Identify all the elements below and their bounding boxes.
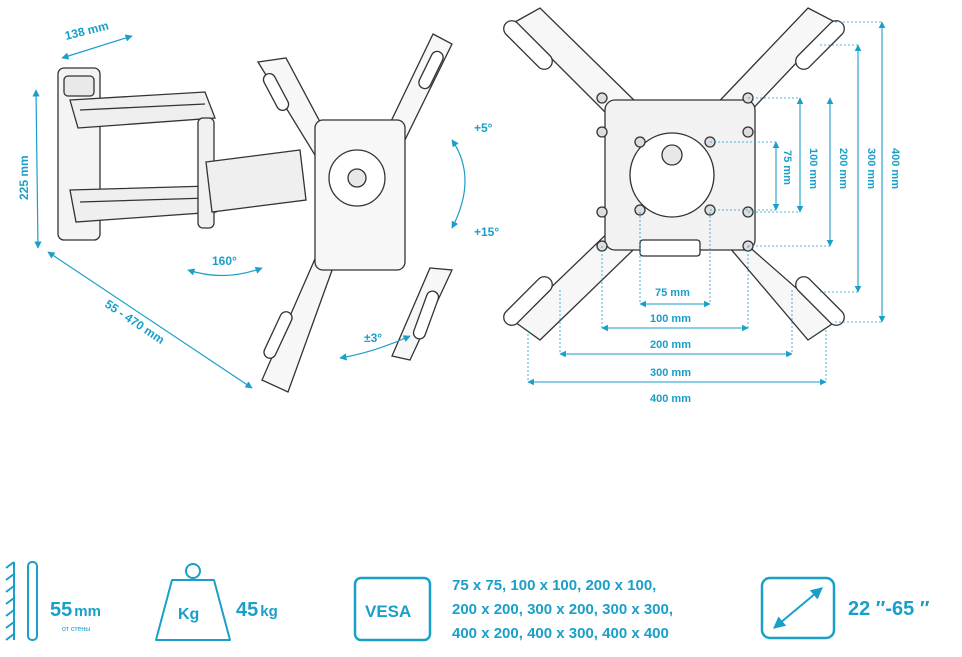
weight-icon-label: Kg — [178, 606, 199, 623]
rotate-label: ±3° — [364, 331, 382, 345]
vesa-line-3: 400 x 200, 400 x 300, 400 x 400 — [452, 625, 669, 642]
vesa-line-2: 200 x 200, 300 x 200, 300 x 300, — [452, 601, 673, 618]
arm-depth-label: 138 mm — [63, 19, 110, 43]
screen-size-range: 22 ″-65 ″ — [848, 598, 930, 620]
dim-right-100: 100 mm — [807, 148, 819, 189]
forward-arm — [205, 149, 307, 213]
dim-right-200: 200 mm — [837, 148, 849, 189]
lower-arm — [69, 185, 217, 223]
vesa-line-1: 75 x 75, 100 x 100, 200 x 100, — [452, 577, 656, 594]
upper-arm — [69, 91, 216, 129]
side-dimensions — [32, 34, 466, 389]
extension-label: 55 - 470 mm — [102, 297, 167, 347]
dim-right-300: 300 mm — [865, 148, 877, 189]
dim-bottom-300: 300 mm — [650, 367, 691, 379]
front-extension-lines — [527, 21, 882, 382]
dim-bottom-100: 100 mm — [650, 313, 691, 325]
dim-right-400: 400 mm — [889, 148, 901, 189]
wall-distance-icon — [5, 561, 38, 641]
swivel-label: 160° — [212, 254, 237, 268]
tv-bracket-side — [256, 33, 453, 393]
dim-bottom-75: 75 mm — [655, 287, 690, 299]
dim-right-75: 75 mm — [781, 150, 793, 185]
tilt-up-label: +5° — [474, 121, 493, 135]
height-label: 225 mm — [17, 155, 31, 200]
tilt-down-label: +15° — [474, 225, 499, 239]
front-dimensions — [527, 21, 886, 386]
wall-distance-caption: от стены — [62, 626, 90, 633]
dim-bottom-400: 400 mm — [650, 393, 691, 405]
vesa-icon — [353, 576, 432, 642]
screen-diagonal-icon — [760, 576, 836, 640]
side-view — [57, 33, 453, 393]
vesa-icon-label: VESA — [365, 602, 411, 621]
dim-bottom-200: 200 mm — [650, 339, 691, 351]
weight-icon — [155, 563, 231, 641]
